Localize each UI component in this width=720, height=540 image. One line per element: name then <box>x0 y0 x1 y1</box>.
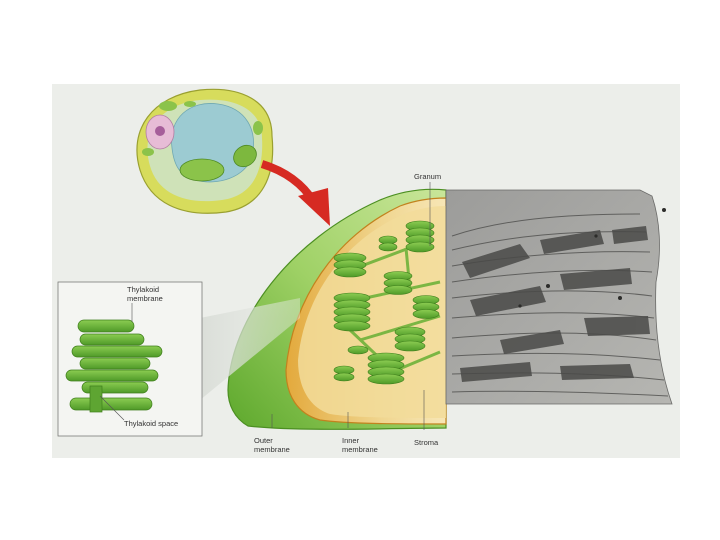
plant-cell <box>136 88 274 214</box>
electron-micrograph <box>445 189 673 405</box>
label-leader-lines <box>271 182 431 430</box>
micrograph-grana <box>460 226 650 382</box>
cell-chloroplast <box>179 158 225 182</box>
granum-label: Granum <box>414 172 442 181</box>
cell-chloroplast <box>159 101 177 111</box>
thylakoid-space-label: Thylakoid space <box>124 419 179 428</box>
stroma-label: Stroma <box>414 438 439 447</box>
granum <box>367 352 405 385</box>
cell-chloroplast <box>253 121 263 135</box>
granum <box>383 271 413 295</box>
zoom-beam <box>200 298 300 400</box>
granum <box>412 295 440 319</box>
outer-membrane-label: Outer membrane <box>254 436 290 454</box>
zoom-arrow <box>260 160 330 226</box>
cell-chloroplast <box>142 148 154 156</box>
granum <box>333 252 367 278</box>
granum <box>333 365 355 382</box>
granum <box>394 326 426 352</box>
thylakoid-stack <box>65 319 163 413</box>
granum <box>405 220 435 253</box>
cell-chloroplast <box>233 144 257 168</box>
cell-chloroplast <box>184 101 196 107</box>
chloroplast-section <box>227 188 447 430</box>
granum <box>378 235 398 252</box>
thylakoid-membrane-label: Thylakoid membrane <box>127 285 163 303</box>
granum <box>347 345 369 355</box>
grana <box>333 220 440 385</box>
thylakoid-leader-lines <box>99 303 133 421</box>
granum <box>333 292 371 332</box>
inner-membrane-label: Inner membrane <box>342 436 378 454</box>
